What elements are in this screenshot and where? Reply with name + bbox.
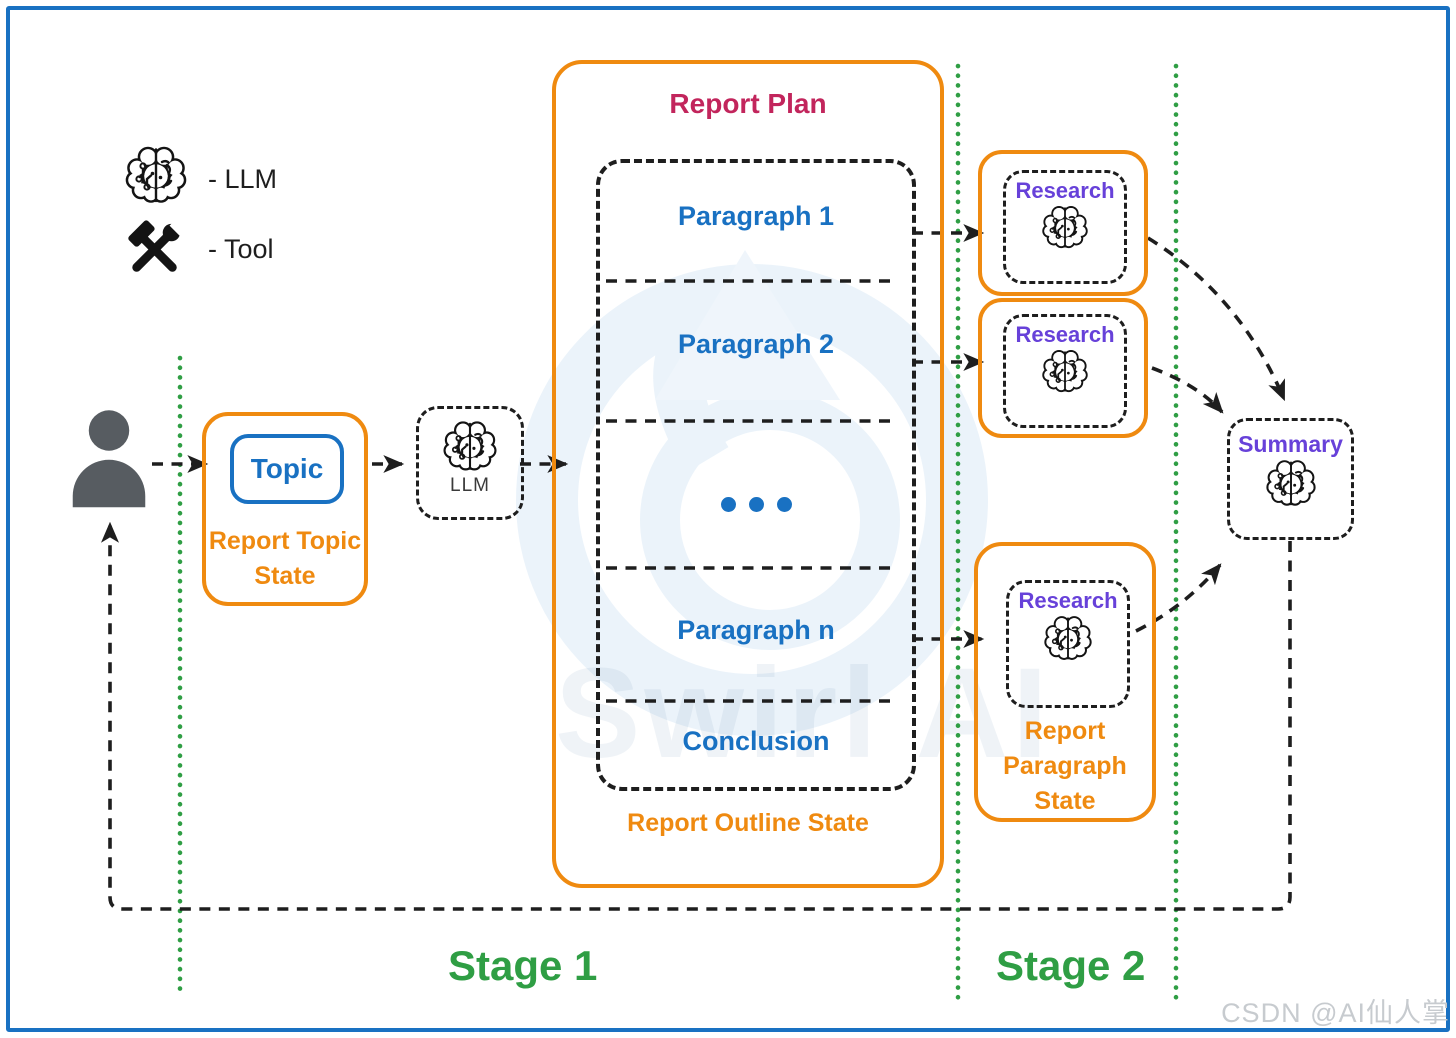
ellipsis-dots <box>600 497 912 512</box>
user-person-icon <box>72 410 146 508</box>
arrow-research1-to-summary <box>1147 236 1286 402</box>
report-plan-title: Report Plan <box>669 88 827 119</box>
ellipsis-dot <box>748 497 764 512</box>
llm-node-label: LLM <box>450 475 490 496</box>
tool-legend-icon <box>124 220 186 278</box>
stage-1-label: Stage 1 <box>448 942 598 989</box>
research-3-node: Research <box>1006 580 1130 708</box>
research-2-label: Research <box>1015 322 1115 347</box>
arrow-summary-feedback-to-user <box>101 521 1292 911</box>
brain-icon <box>1044 616 1092 660</box>
research-1-node: Research <box>1003 170 1127 284</box>
report-outline-inner-box: Paragraph 1 Paragraph 2 Paragraph n Conc… <box>596 159 916 791</box>
ellipsis-dot <box>776 497 792 512</box>
report-plan-box: Report Plan Paragraph 1 Paragraph 2 Para… <box>552 60 944 888</box>
llm-node: LLM <box>416 406 524 520</box>
brain-icon <box>1042 206 1088 249</box>
plan-section-paragraph-n: Paragraph n <box>677 615 835 645</box>
topic-node: Topic <box>230 434 344 504</box>
plan-section-paragraph-1: Paragraph 1 <box>677 201 835 231</box>
research-1-label: Research <box>1015 178 1115 203</box>
brain-icon <box>443 421 497 471</box>
ellipsis-dot <box>720 497 736 512</box>
research-2-outer-box: Research <box>978 298 1148 438</box>
plan-section-conclusion: Conclusion <box>682 726 830 756</box>
brain-icon <box>1042 350 1088 393</box>
credit-watermark: CSDN @AI仙人掌 <box>1221 998 1450 1028</box>
report-topic-state-label: Report Topic State <box>208 527 362 590</box>
stage-2-label: Stage 2 <box>996 942 1146 989</box>
research-1-outer-box: Research <box>978 150 1148 296</box>
arrow-research2-to-summary <box>1151 366 1224 414</box>
summary-label: Summary <box>1238 431 1343 457</box>
report-outline-state-label: Report Outline State <box>627 809 869 837</box>
report-topic-state-box: Topic Report Topic State <box>202 412 368 606</box>
watermark-brand: Swirl AI <box>555 642 1052 785</box>
legend-llm-label: - LLM <box>208 164 278 194</box>
brain-icon <box>1265 460 1316 506</box>
legend-tool-label: - Tool <box>208 234 274 264</box>
brain-legend-icon <box>125 146 187 203</box>
research-2-node: Research <box>1003 314 1127 428</box>
report-paragraph-state-label: Report Paragraph State <box>1003 717 1127 815</box>
report-paragraph-state-box: Research Report Paragraph State <box>974 542 1156 822</box>
summary-node: Summary <box>1227 418 1354 540</box>
plan-section-paragraph-2: Paragraph 2 <box>677 329 835 359</box>
research-3-label: Research <box>1018 588 1118 613</box>
